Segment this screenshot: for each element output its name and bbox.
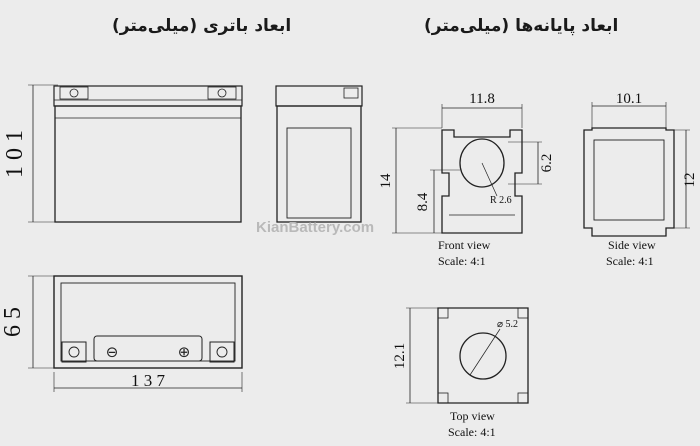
side-inner xyxy=(593,139,665,221)
terminal-front-view: 11.8 14 8.4 6.2 R 2.6 Front view Scale: … xyxy=(378,91,555,268)
side-view-scale: Scale: 4:1 xyxy=(606,254,654,268)
polarity-plate xyxy=(93,335,203,362)
battery-front-view: 1 0 1 xyxy=(2,84,243,223)
battery-depth-label: 6 5 xyxy=(0,307,26,337)
watermark: KianBattery.com xyxy=(256,219,374,236)
terminal-radius-label: R 2.6 xyxy=(490,195,512,206)
battery-height-label: 1 0 1 xyxy=(2,130,28,178)
positive-symbol: ⊕ xyxy=(178,343,191,361)
top-hole xyxy=(459,332,507,380)
battery-body-front xyxy=(54,105,242,223)
side-panel xyxy=(286,127,352,219)
top-height-label: 12.1 xyxy=(392,343,408,369)
positive-terminal-front xyxy=(207,86,237,100)
battery-lid xyxy=(53,85,243,107)
terminal-hole-label: 6.2 xyxy=(539,154,555,173)
top-view-scale: Scale: 4:1 xyxy=(448,425,496,439)
side-lid xyxy=(275,85,363,107)
battery-dimensions-title: ابعاد باتری (میلی‌متر) xyxy=(112,16,292,36)
terminal-width-label: 11.8 xyxy=(469,91,495,107)
side-width-label: 10.1 xyxy=(616,91,642,107)
terminal-side-outline xyxy=(583,127,675,237)
terminal-front-outline xyxy=(441,129,523,234)
negative-symbol: ⊖ xyxy=(106,343,119,361)
front-view-caption: Front view xyxy=(438,238,491,252)
terminal-lower-label: 8.4 xyxy=(415,192,431,211)
terminal-dimensions-title: ابعاد پایانه‌ها (میلی‌متر) xyxy=(424,16,619,36)
battery-length-label: 1 3 7 xyxy=(131,371,166,390)
side-height-label: 12 xyxy=(682,173,698,188)
front-view-scale: Scale: 4:1 xyxy=(438,254,486,268)
side-body xyxy=(276,105,362,223)
battery-outline-top xyxy=(53,275,243,369)
terminal-side-view: 10.1 12 Side view Scale: 4:1 xyxy=(583,91,698,268)
side-view-caption: Side view xyxy=(608,238,656,252)
negative-terminal-top xyxy=(61,341,87,363)
terminal-hole xyxy=(459,138,505,188)
top-view-caption: Top view xyxy=(450,409,495,423)
top-diameter-label: ⌀ 5.2 xyxy=(497,319,518,330)
negative-terminal-front xyxy=(59,86,89,100)
positive-terminal-top xyxy=(209,341,235,363)
battery-top-view: 6 5 ⊖ ⊕ 1 3 7 xyxy=(0,275,243,392)
terminal-height-label: 14 xyxy=(378,173,394,189)
terminal-top-view: 12.1 ⌀ 5.2 Top view Scale: 4:1 xyxy=(392,307,529,439)
battery-side-view xyxy=(275,85,363,223)
